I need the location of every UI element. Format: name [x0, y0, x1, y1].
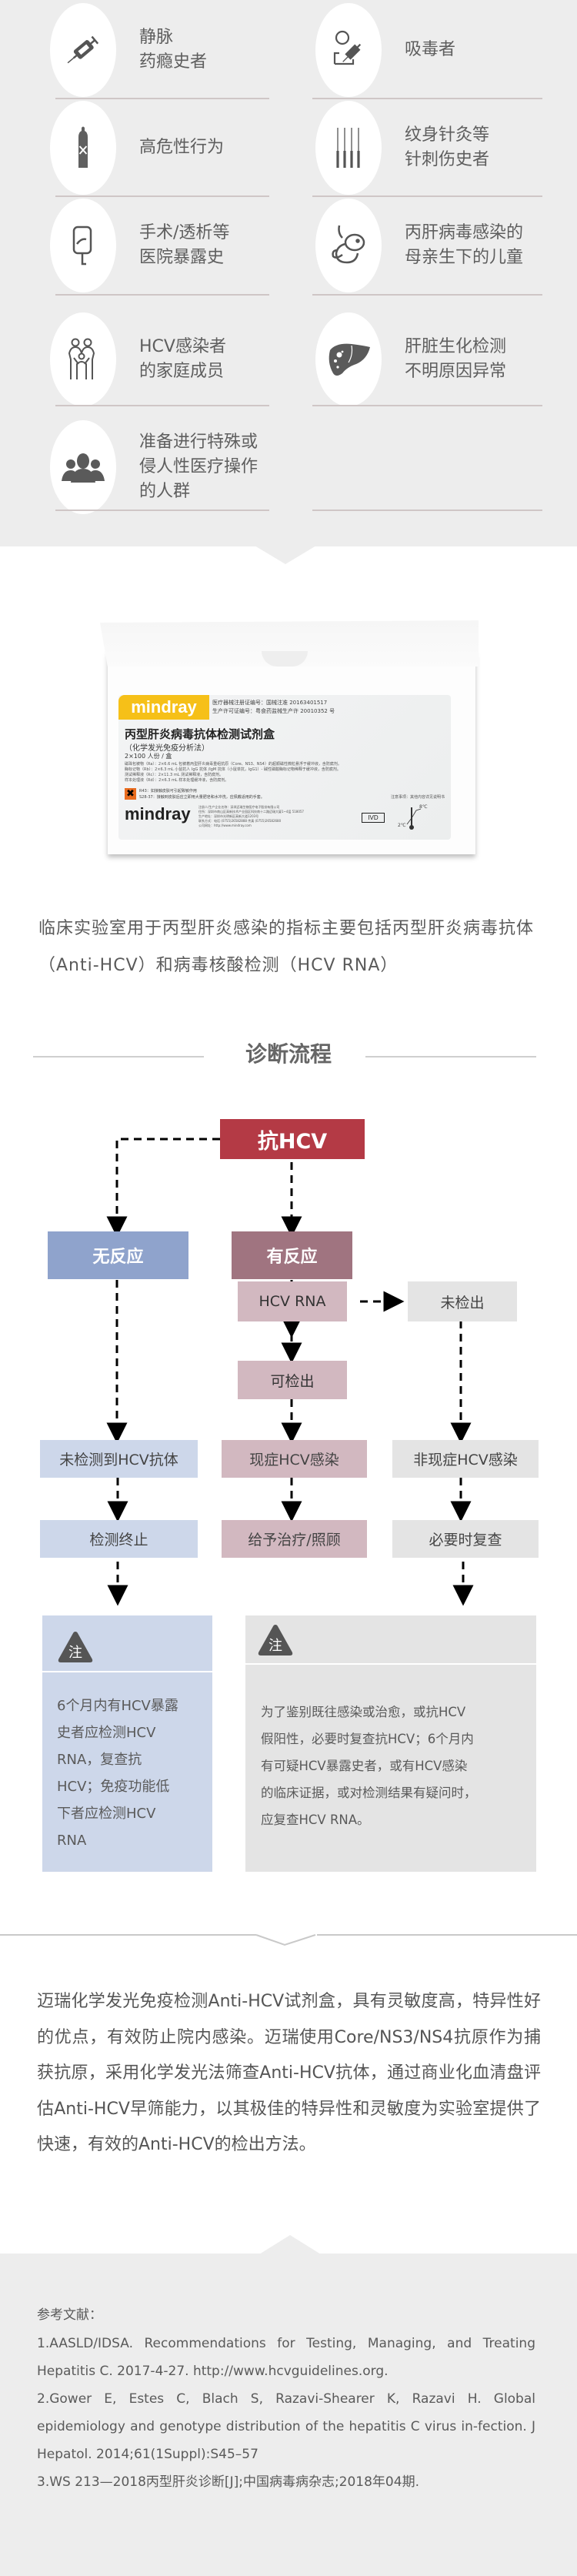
syringe-icon: [50, 3, 116, 97]
divider: [55, 405, 269, 406]
references-section: [0, 2254, 577, 2576]
reference-item: 3.WS 213—2018丙型肝炎诊断[J];中国病毒病杂志;2018年04期.: [37, 2474, 419, 2490]
section-notch: [255, 546, 316, 564]
product-kit-image: mindray 医疗器械注册证编号：国械注准 20163401517 生产许可证…: [100, 620, 479, 859]
intro-paragraph: 临床实验室用于丙型肝炎感染的指标主要包括丙型肝炎病毒抗体（Anti-HCV）和病…: [38, 919, 535, 975]
temp-low: 2℃: [398, 823, 406, 828]
kit-components: 磁珠包被物（Ra）：2×6.6 mL 包被着丙型肝炎病毒重组抗原（Core、NS…: [125, 762, 342, 783]
family-icon: [50, 312, 116, 406]
section-header: 诊断流程: [0, 1039, 577, 1070]
flow-not-detected: 未检出: [408, 1281, 517, 1321]
flow-reaction: 有反应: [232, 1231, 352, 1279]
flow-detected: 可检出: [238, 1361, 347, 1399]
reference-item: 2.Gower E, Estes C, Blach S, Razavi-Shea…: [37, 2391, 535, 2462]
liver-icon: [315, 312, 382, 406]
warning-triangle-icon: 注: [256, 1622, 295, 1658]
divider: [312, 405, 542, 406]
risk-item-label: 丙肝病毒感染的 母亲生下的儿童: [405, 223, 524, 267]
references-title: 参考文献：: [37, 2307, 102, 2323]
risk-item-label: HCV感染者 的家庭成员: [139, 337, 226, 381]
risk-item-iv-drug: 静脉 药瘾史者: [50, 3, 207, 97]
risk-item-family-members: HCV感染者 的家庭成员: [50, 312, 226, 406]
reference-item: 1.AASLD/IDSA. Recommendations for Testin…: [37, 2336, 535, 2379]
kit-box-tab: [262, 651, 308, 667]
note-separator: [42, 1671, 212, 1672]
risk-item-label: 手术/透析等 医院暴露史: [139, 223, 230, 267]
brand-logo-bottom: mindray: [125, 804, 191, 824]
note-left-text: 6个月内有HCV暴露 史者应检测HCV RNA，复查抗 HCV；免疫功能低 下者…: [57, 1698, 178, 1849]
risk-item-label: 准备进行特殊或 侵人性医疗操作 的人群: [139, 433, 258, 501]
connector-start-to-negative: [106, 1138, 220, 1238]
manufacturer-info: 注册人/生产企业名称：深圳迈瑞生物医疗电子股份有限公司 住所：深圳市南山区高新技…: [198, 805, 304, 827]
divider: [312, 510, 542, 511]
divider: [55, 510, 269, 511]
risk-item-invasive-procedures: 准备进行特殊或 侵人性医疗操作 的人群: [50, 420, 258, 514]
divider: [55, 195, 269, 197]
risk-item-label: 纹身针灸等 针刺伤史者: [405, 125, 490, 169]
divider: [312, 98, 542, 99]
title-line-right: [365, 1056, 536, 1057]
registration-info: 医疗器械注册证编号：国械注准 20163401517 生产许可证编号：粤食药监械…: [212, 700, 335, 714]
flow-treat-care: 给予治疗/照顾: [222, 1520, 367, 1558]
risk-item-high-risk-sex: 高危性行为: [50, 101, 224, 195]
note-separator: [245, 1663, 536, 1665]
divider-notch: [255, 1934, 316, 1946]
drug-user-icon: [315, 3, 382, 97]
kit-method: （化学发光免疫分析法）: [125, 744, 209, 753]
kit-name: 丙型肝炎病毒抗体检测试剂盒: [125, 727, 275, 741]
risk-item-label: 静脉 药瘾史者: [139, 28, 208, 72]
flow-recheck: 必要时复查: [392, 1520, 539, 1558]
flow-hcv-rna: HCV RNA: [238, 1281, 347, 1321]
note-right-text: 为了鉴别既往感染或治愈，或抗HCV 假阳性，必要时复查抗HCV；6个月内 有可疑…: [261, 1705, 477, 1827]
section-notch: [259, 2235, 321, 2254]
risk-item-tattoo-acupuncture: 纹身针灸等 针刺伤史者: [315, 101, 489, 195]
divider-right: [317, 1934, 577, 1936]
warning-badge-text: 注: [68, 1645, 82, 1661]
risk-item-label: 高危性行为: [139, 138, 225, 157]
hazard-text: R43：如接触皮肤可引起致敏作用 S28-37：接触到皮肤后应立即用大量肥皂和水…: [139, 789, 265, 800]
kit-size: 2×100 人份 / 盒: [125, 753, 172, 760]
warning-badge-text: 注: [268, 1638, 282, 1654]
temp-high: 8℃: [419, 804, 428, 810]
condom-icon: [50, 101, 116, 195]
flow-non-current-infection: 非现症HCV感染: [392, 1440, 539, 1478]
temperature-icon: 8℃ 2℃: [398, 804, 430, 834]
flow-current-infection: 现症HCV感染: [222, 1440, 367, 1478]
flow-no-antibody: 未检测到HCV抗体: [40, 1440, 198, 1478]
risk-item-liver-abnormal: 肝脏生化检测 不明原因异常: [315, 312, 506, 406]
conclusion-paragraph: 迈瑞化学发光免疫检测Anti-HCV试剂盒，具有灵敏度高，特异性好的优点，有效防…: [37, 1992, 541, 2154]
flow-start-anti-hcv: 抗HCV: [220, 1119, 365, 1159]
ivd-mark: IVD: [362, 813, 385, 823]
divider: [312, 294, 542, 296]
kit-label: mindray 医疗器械注册证编号：国械注准 20163401517 生产许可证…: [118, 695, 451, 840]
references-list: 1.AASLD/IDSA. Recommendations for Testin…: [37, 2330, 535, 2496]
note-right: 注 为了鉴别既往感染或治愈，或抗HCV 假阳性，必要时复查抗HCV；6个月内 有…: [245, 1615, 536, 1872]
risk-item-hospital-exposure: 手术/透析等 医院暴露史: [50, 199, 229, 292]
hazard-icon: ✖: [125, 788, 136, 800]
risk-item-mother-to-child: 丙肝病毒感染的 母亲生下的儿童: [315, 199, 523, 292]
group-icon: [50, 420, 116, 514]
divider: [55, 98, 269, 99]
section-title: 诊断流程: [245, 1041, 332, 1067]
risk-item-label: 吸毒者: [405, 40, 456, 59]
divider: [55, 294, 269, 296]
needles-icon: [315, 101, 382, 195]
warning-triangle-icon: 注: [56, 1629, 95, 1665]
risk-item-drug-user: 吸毒者: [315, 3, 455, 97]
notice-text: 注意事项：其他内容详见说明书: [390, 795, 445, 800]
note-left: 注 6个月内有HCV暴露 史者应检测HCV RNA，复查抗 HCV；免疫功能低 …: [42, 1615, 212, 1872]
flow-no-reaction: 无反应: [48, 1231, 188, 1279]
title-line-left: [33, 1056, 204, 1057]
brand-logo: mindray: [118, 695, 209, 720]
risk-item-label: 肝脏生化检测 不明原因异常: [405, 337, 507, 381]
iv-bag-icon: [50, 199, 116, 292]
flow-test-stop: 检测终止: [40, 1520, 198, 1558]
divider-left: [0, 1934, 256, 1936]
divider: [312, 195, 542, 197]
fetus-icon: [315, 199, 382, 292]
